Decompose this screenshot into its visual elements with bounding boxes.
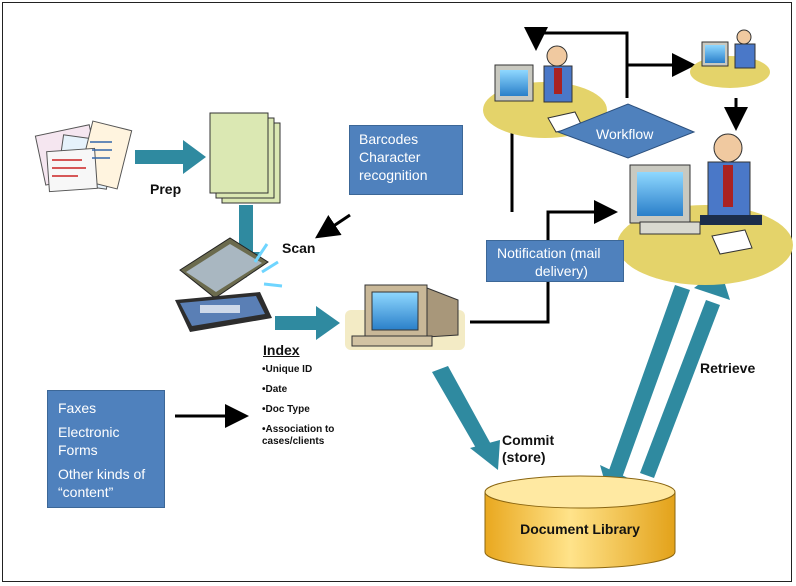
index-item: •Doc Type bbox=[262, 404, 310, 415]
workstation-user-large-icon bbox=[617, 133, 793, 285]
index-item: •Unique ID bbox=[262, 364, 313, 375]
index-item: •Date bbox=[262, 384, 288, 395]
recognition-line: Character bbox=[359, 149, 421, 165]
workstation-user-small-icon bbox=[690, 29, 770, 88]
source-line: Electronic bbox=[58, 424, 120, 440]
scan-label: Scan bbox=[282, 240, 316, 256]
notification-line: delivery) bbox=[535, 263, 588, 279]
notification-line: Notification (mail bbox=[497, 245, 601, 261]
commit-label: Commit bbox=[502, 432, 555, 448]
paper-stack-icon bbox=[34, 120, 133, 193]
workflow-label: Workflow bbox=[596, 126, 654, 142]
index-list: •Unique ID •Date •Doc Type •Association … bbox=[262, 364, 352, 456]
commit-sub-label: (store) bbox=[502, 449, 546, 465]
recognition-line: recognition bbox=[359, 167, 428, 183]
workstation-user-icon bbox=[483, 45, 607, 138]
source-line: “content” bbox=[58, 484, 114, 500]
notification-box: Notification (mail delivery) bbox=[486, 240, 624, 282]
index-item: •Association to cases/clients bbox=[262, 424, 335, 447]
document-library-cylinder bbox=[484, 475, 676, 569]
index-title: Index bbox=[263, 342, 300, 358]
prep-arrow bbox=[135, 140, 206, 174]
content-sources-box: Faxes Electronic Forms Other kinds of “c… bbox=[47, 390, 165, 508]
computer-icon bbox=[345, 284, 465, 350]
source-line: Other kinds of bbox=[58, 466, 146, 482]
document-library-label: Document Library bbox=[520, 521, 640, 537]
source-line: Faxes bbox=[58, 400, 97, 416]
workflow-diamond bbox=[556, 103, 696, 159]
retrieve-arrows bbox=[600, 268, 730, 500]
recognition-box: Barcodes Character recognition bbox=[349, 125, 463, 195]
pages-icon bbox=[209, 112, 281, 204]
prep-label: Prep bbox=[150, 181, 182, 197]
scan-pointer-arrow bbox=[315, 213, 351, 239]
retrieve-label: Retrieve bbox=[700, 360, 756, 376]
source-line: Forms bbox=[58, 442, 98, 458]
scanner-to-computer-arrow bbox=[275, 306, 340, 340]
recognition-line: Barcodes bbox=[359, 131, 419, 147]
scanner-icon bbox=[175, 237, 283, 332]
commit-arrow bbox=[432, 366, 500, 470]
